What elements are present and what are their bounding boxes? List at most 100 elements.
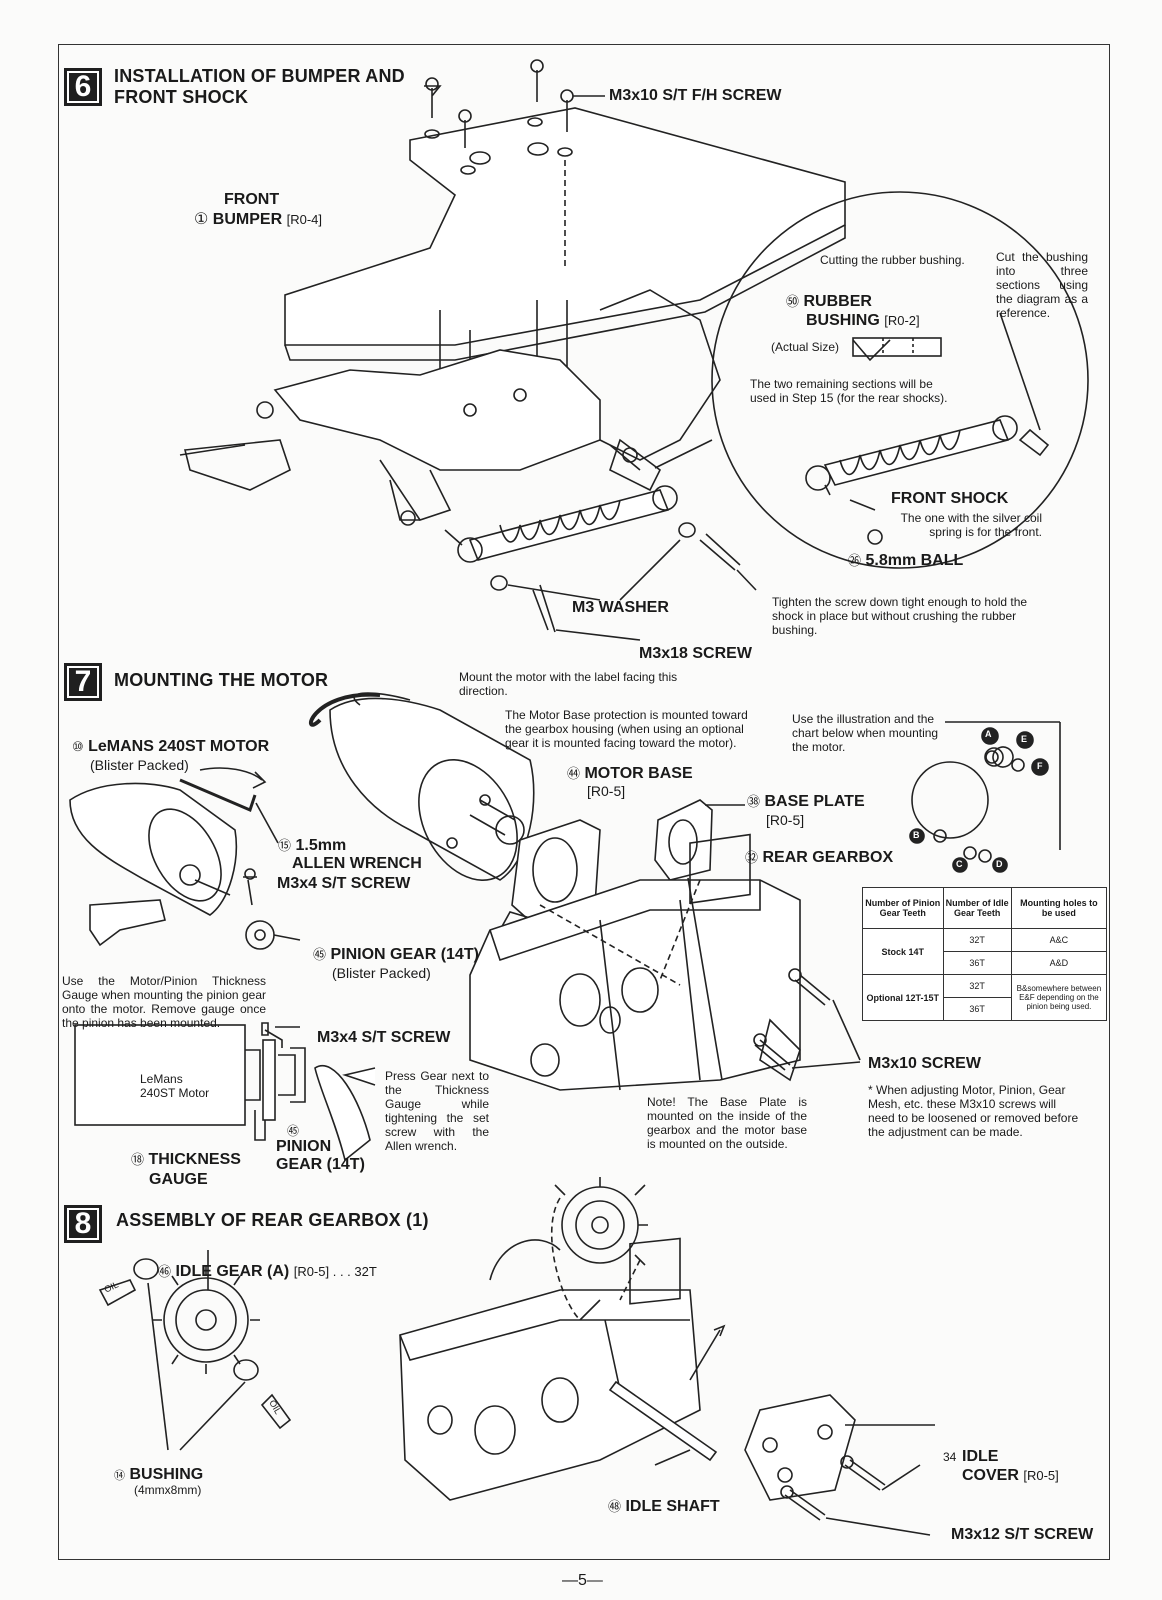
pinion-sub: (Blister Packed) — [332, 965, 431, 981]
wrench-num: ⑮ — [278, 838, 292, 853]
idle-cover-ref: [R0-5] — [1023, 1468, 1059, 1483]
base-protection-note: The Motor Base protection is mounted tow… — [505, 708, 748, 750]
idle-cover-num: 34 — [943, 1450, 957, 1464]
hole-letter-d: D — [996, 859, 1003, 869]
header-mounting-holes: Mounting holes to be used — [1010, 887, 1108, 929]
step7-title: MOUNTING THE MOTOR — [114, 670, 329, 690]
hole-letter-a: A — [985, 729, 992, 739]
front-bumper-num: ① — [194, 211, 209, 228]
cell-pinion: Stock 14T — [862, 928, 944, 975]
cell-holes: A&D — [1010, 951, 1108, 975]
label-m3x10-screw: M3x10 SCREW — [868, 1055, 981, 1072]
callout-shock-drawing — [805, 415, 1050, 545]
ball-text: 5.8mm BALL — [865, 552, 964, 569]
press-note: Press Gear next to the Thickness Gauge w… — [385, 1069, 489, 1153]
idle-gear-num: ㊻ — [158, 1264, 172, 1279]
cutting-caption: Cutting the rubber bushing. — [820, 253, 965, 267]
header-pinion-teeth: Number of Pinion Gear Teeth — [862, 887, 944, 929]
label-pinion-b-line1: PINION — [276, 1138, 332, 1155]
step-number-7: 7 — [64, 663, 102, 701]
label-idle-shaft: ㊽ IDLE SHAFT — [608, 1497, 720, 1516]
table-row: Optional 12T-15T 32T B&somewhere between… — [862, 974, 1108, 1021]
label-motor: ⑩ LeMANS 240ST MOTOR — [72, 737, 269, 756]
step-number-6: 6 — [64, 68, 102, 106]
pinion-b-num: ㊺ — [287, 1124, 300, 1138]
rubber-num: ㊿ — [786, 294, 800, 309]
gauge-text1: THICKNESS — [148, 1151, 241, 1168]
label-facing-note: Mount the motor with the label facing th… — [459, 670, 678, 698]
hole-letter-e: E — [1021, 734, 1028, 744]
remaining-note: The two remaining sections will be used … — [750, 377, 948, 405]
motor-sub: (Blister Packed) — [90, 757, 189, 773]
rubber-text2: BUSHING — [806, 312, 880, 329]
gauge-note: Use the Motor/Pinion Thickness Gauge whe… — [62, 974, 266, 1030]
cell-idle: 32T — [942, 974, 1012, 998]
rear-gearbox-text: REAR GEARBOX — [762, 849, 894, 866]
front-bumper-drawing — [284, 107, 846, 361]
label-wrench-line2: ALLEN WRENCH — [292, 855, 422, 872]
table-header-row: Number of Pinion Gear Teeth Number of Id… — [862, 887, 1108, 929]
idle-shaft-text: IDLE SHAFT — [625, 1498, 720, 1515]
silver-note: The one with the silver coil spring is f… — [900, 511, 1042, 539]
label-rubber-bushing-line2: BUSHING [R0-2] — [806, 311, 920, 330]
idle-cover-text: COVER — [962, 1467, 1019, 1484]
cell-idle: 36T — [942, 997, 1012, 1021]
hole-letter-f: F — [1037, 761, 1043, 771]
motor-base-text: MOTOR BASE — [584, 765, 693, 782]
header-idle-teeth: Number of Idle Gear Teeth — [942, 887, 1012, 929]
label-m3x12-screw: M3x12 S/T SCREW — [951, 1526, 1094, 1543]
label-idle-cover-line1: IDLE — [962, 1448, 999, 1465]
label-m3x4-screw-b: M3x4 S/T SCREW — [317, 1029, 451, 1046]
label-wrench-line1: ⑮ 1.5mm — [278, 836, 346, 855]
base-plate-num: ㊳ — [747, 794, 761, 809]
front-bumper-ref: [R0-4] — [286, 212, 322, 227]
label-idle-gear: ㊻ IDLE GEAR (A) [R0-5] . . . 32T — [158, 1262, 377, 1281]
label-bushing: ⑭ BUSHING — [114, 1465, 203, 1486]
label-idle-cover-line2: COVER [R0-5] — [962, 1466, 1059, 1485]
label-rubber-bushing-line1: ㊿ RUBBER — [786, 292, 872, 311]
label-pinion-gear: ㊺ PINION GEAR (14T) — [313, 945, 479, 964]
allen-wrench-drawing — [179, 767, 279, 844]
front-shock-drawing — [444, 444, 757, 641]
cell-idle: 36T — [942, 951, 1012, 975]
rear-gearbox-num: ㉜ — [745, 850, 759, 865]
step6-title-line2: FRONT SHOCK — [114, 87, 249, 107]
page-number: —5— — [562, 1572, 603, 1589]
idle-gear-ref: [R0-5] . . . 32T — [293, 1264, 377, 1279]
idle-gear-text: IDLE GEAR (A) — [175, 1263, 290, 1280]
hole-letter-c: C — [956, 859, 963, 869]
gauge-detail-drawing — [74, 1022, 376, 1162]
label-m3-washer: M3 WASHER — [572, 599, 669, 616]
label-m3x4-screw: M3x4 S/T SCREW — [277, 875, 411, 892]
step-number-8: 8 — [64, 1205, 102, 1243]
bushing-text: BUSHING — [129, 1466, 204, 1483]
bushing-sub: (4mmx8mm) — [134, 1483, 202, 1497]
pinion-num: ㊺ — [313, 947, 327, 962]
illustration-note: Use the illustration and the chart below… — [792, 712, 939, 754]
adjust-note: * When adjusting Motor, Pinion, Gear Mes… — [868, 1083, 1079, 1139]
label-ball: ㉖ 5.8mm BALL — [848, 551, 963, 570]
step8-title: ASSEMBLY OF REAR GEARBOX (1) — [116, 1210, 429, 1230]
motor-text: LeMANS 240ST MOTOR — [88, 738, 270, 755]
label-rear-gearbox: ㉜ REAR GEARBOX — [745, 848, 893, 867]
table-row: 36T — [863, 997, 1107, 1021]
pinion-gear-drawing — [243, 868, 301, 950]
idle-shaft-num: ㊽ — [608, 1499, 622, 1514]
label-pinion-b-line2: GEAR (14T) — [276, 1156, 365, 1173]
bumper-screws — [424, 59, 605, 148]
cell-idle: 32T — [942, 928, 1012, 952]
label-motor-base: ㊹ MOTOR BASE — [567, 764, 693, 783]
cut-note: Cut the bushing into three sections usin… — [996, 250, 1088, 320]
gearbox-8-drawing — [399, 1177, 935, 1536]
ball-num: ㉖ — [848, 553, 862, 568]
bushing-num: ⑭ — [114, 1470, 125, 1482]
table-row: Stock 14T 32T A&C — [862, 928, 1108, 975]
motor-num: ⑩ — [72, 739, 84, 754]
base-plate-ref: [R0-5] — [766, 812, 805, 828]
label-thickness-gauge-line2: GAUGE — [149, 1171, 208, 1188]
rubber-ref: [R0-2] — [884, 313, 920, 328]
wrench-text1: 1.5mm — [295, 837, 347, 854]
label-m3x10-fh-screw: M3x10 S/T F/H SCREW — [609, 87, 782, 104]
gauge-num: ⑱ — [131, 1152, 145, 1167]
rear-gearbox-drawing — [469, 833, 801, 1091]
